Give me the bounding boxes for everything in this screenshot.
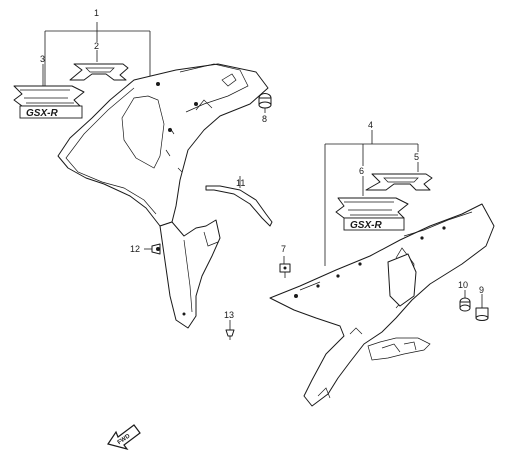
callout-7: 7 (281, 244, 286, 254)
grommet-10 (459, 290, 471, 312)
callout-10: 10 (458, 280, 468, 290)
callout-group-1 (42, 22, 151, 88)
callout-9: 9 (479, 285, 484, 295)
callout-8: 8 (262, 114, 267, 124)
upper-cowling (57, 63, 269, 329)
callout-11: 11 (236, 178, 245, 188)
callout-6: 6 (359, 166, 364, 176)
screw-12 (144, 243, 161, 255)
gsxr-decal-right: GSX-R (335, 197, 409, 231)
seal-strip-11 (205, 176, 273, 227)
screw-7 (279, 256, 291, 278)
grommet-8 (258, 93, 272, 113)
callout-1: 1 (94, 8, 99, 18)
bolt-9 (475, 294, 489, 321)
gsxr-decal-right-text: GSX-R (350, 220, 382, 231)
callout-2: 2 (94, 41, 99, 51)
screw-13 (225, 320, 235, 340)
r-emblem-decal-left (69, 63, 129, 81)
callout-12: 12 (130, 244, 140, 254)
r-emblem-decal-right (365, 173, 433, 191)
callout-5: 5 (414, 152, 419, 162)
gsxr-decal-left-text: GSX-R (26, 108, 58, 119)
gsxr-decal-left: GSX-R (13, 85, 85, 119)
callout-13: 13 (224, 310, 234, 320)
side-cowling (269, 203, 495, 407)
callout-group-4 (324, 130, 419, 266)
callout-3: 3 (40, 54, 45, 64)
fwd-direction-arrow: FWD (107, 424, 141, 451)
callout-4: 4 (368, 120, 373, 130)
